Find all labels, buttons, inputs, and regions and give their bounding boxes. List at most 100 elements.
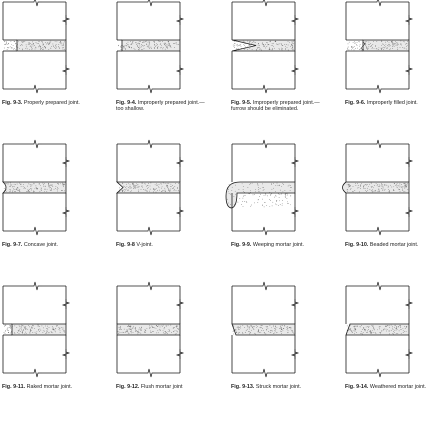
fig-9-3-panel: Fig. 9-3. Properly prepared joint. [0,0,89,138]
fig-9-13-panel: Fig. 9-13. Struck mortar joint. [229,281,318,422]
fig-9-12-panel: Fig. 9-12. Flush mortar joint [114,281,203,422]
upper-brick [117,281,185,324]
figure-number: Fig. 9-6. [345,100,366,106]
break-line-mark [30,368,42,378]
break-line-mark [290,299,300,309]
upper-brick [3,0,71,40]
fig-9-6-panel: Fig. 9-6. Improperly filled joint. [343,0,432,138]
fig-9-4-caption: Fig. 9-4. Improperly prepared joint.—too… [116,100,208,112]
figure-caption-text: Concave joint. [23,242,59,248]
mortar-joint [115,181,181,194]
break-line-mark [373,368,385,378]
break-line-mark [373,139,385,149]
break-line-mark [144,368,156,378]
fig-9-14-caption: Fig. 9-14. Weathered mortar joint. [345,384,432,390]
fig-9-7-caption: Fig. 9-7. Concave joint. [2,242,94,248]
upper-brick [3,281,71,324]
break-line-mark [175,349,185,359]
mortar-joint [116,323,181,336]
break-line-mark [259,281,271,291]
break-line-mark [404,15,414,25]
figure-number: Fig. 9-11. [2,384,26,390]
fig-9-12-diagram [116,281,185,378]
break-line-mark [290,157,300,167]
break-line-mark [404,157,414,167]
fig-9-11-panel: Fig. 9-11. Raked mortar joint. [0,281,89,422]
break-line-mark [61,299,71,309]
fig-9-11-diagram [2,281,71,378]
figure-number: Fig. 9-8 [116,242,135,248]
break-line-mark [175,157,185,167]
mortar-joint [231,323,296,336]
break-line-mark [30,226,42,236]
break-line-mark [259,368,271,378]
break-line-mark [30,139,42,149]
lower-brick [232,335,300,378]
figure-number: Fig. 9-9. [231,242,252,248]
break-line-mark [144,226,156,236]
break-line-mark [144,0,156,7]
figure-caption-text: Beaded mortar joint. [369,242,419,248]
figure-caption-text: V-joint. [136,242,153,248]
fig-9-9-panel: Fig. 9-9. Weeping mortar joint. [225,139,318,280]
upper-brick [232,281,300,324]
break-line-mark [144,139,156,149]
figure-caption-text: Flush mortar joint [140,384,183,390]
break-line-mark [290,207,300,217]
fig-9-4-diagram [116,0,185,94]
mortar-joint [1,181,67,194]
mortar-joint [118,39,181,52]
break-line-mark [175,65,185,75]
lower-brick [117,193,185,236]
mortar-joint [3,323,67,336]
lower-brick [3,193,71,236]
lower-brick [232,193,300,236]
fig-9-6-diagram [345,0,414,94]
break-line-mark [61,349,71,359]
fig-9-3-caption: Fig. 9-3. Properly prepared joint. [2,100,94,106]
break-line-mark [175,299,185,309]
fig-9-14-diagram [345,281,414,378]
fig-9-5-panel: Fig. 9-5. Improperly prepared joint.—fur… [229,0,320,138]
break-line-mark [175,15,185,25]
break-line-mark [404,207,414,217]
figure-caption-text: Improperly prepared joint.—furrow should… [231,100,320,113]
upper-brick [3,139,71,182]
break-line-mark [404,349,414,359]
figure-number: Fig. 9-10. [345,242,369,248]
upper-brick [346,0,414,40]
lower-brick [3,51,71,94]
break-line-mark [61,157,71,167]
break-line-mark [61,65,71,75]
upper-brick [346,139,414,182]
lower-brick [232,51,300,94]
figure-caption-text: Weeping mortar joint. [252,242,305,248]
fig-9-13-caption: Fig. 9-13. Struck mortar joint. [231,384,323,390]
figure-number: Fig. 9-12. [116,384,140,390]
break-line-mark [373,84,385,94]
lower-brick [346,335,414,378]
fig-9-8-caption: Fig. 9-8 V-joint. [116,242,208,248]
fig-9-7-panel: Fig. 9-7. Concave joint. [0,139,89,280]
fig-9-5-diagram [231,0,300,94]
break-line-mark [259,139,271,149]
break-line-mark [373,226,385,236]
fig-9-10-caption: Fig. 9-10. Beaded mortar joint. [345,242,432,248]
lower-brick [117,335,185,378]
fig-9-10-panel: Fig. 9-10. Beaded mortar joint. [342,139,432,280]
break-line-mark [144,281,156,291]
fig-9-8-panel: Fig. 9-8 V-joint. [114,139,203,280]
mortar-joint [347,39,410,52]
upper-brick [346,281,414,324]
mortar-joint [225,181,296,209]
lower-brick [346,193,414,236]
break-line-mark [259,226,271,236]
fig-9-7-diagram [1,139,71,236]
break-line-mark [61,15,71,25]
fig-9-5-caption: Fig. 9-5. Improperly prepared joint.—fur… [231,100,323,112]
break-line-mark [404,65,414,75]
fig-9-4-panel: Fig. 9-4. Improperly prepared joint.—too… [114,0,205,138]
upper-brick [117,139,185,182]
break-line-mark [175,207,185,217]
